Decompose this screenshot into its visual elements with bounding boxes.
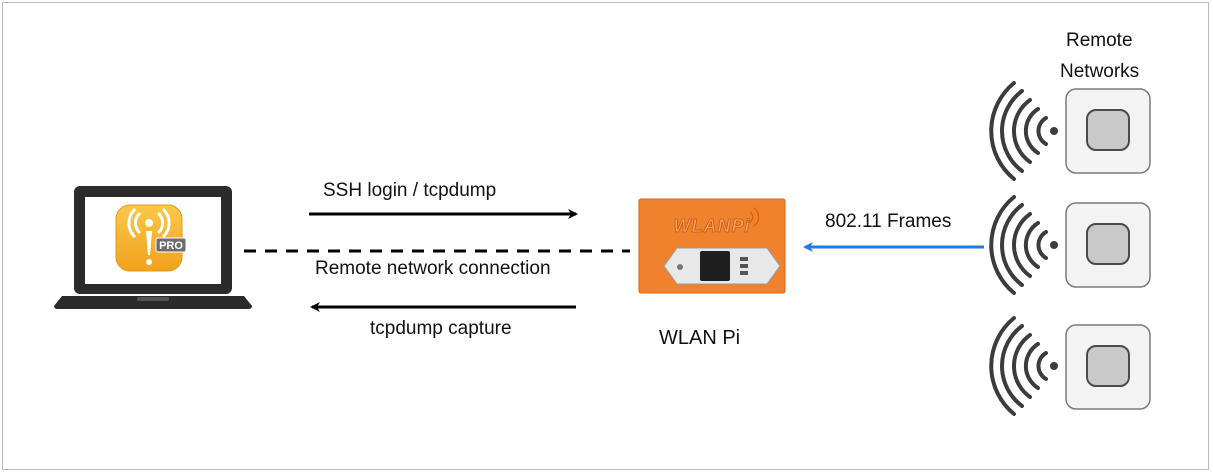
wifi-waves-icon (989, 81, 1060, 181)
wifi-waves-icon (989, 195, 1060, 295)
access-point-1 (989, 81, 1151, 181)
access-point-3 (989, 316, 1151, 416)
access-point-icon (1065, 324, 1151, 410)
access-point-2 (989, 195, 1151, 295)
wlanpi-label: WLAN Pi (659, 327, 741, 349)
remote-connection-label: Remote network connection (315, 258, 551, 279)
wlanpi-logo: WLANPi (674, 216, 751, 236)
remote-networks-label-line1: Remote (1066, 30, 1133, 51)
wlanpi-device-icon (638, 198, 786, 294)
pro-badge: PRO (159, 240, 183, 252)
access-point-icon (1065, 202, 1151, 288)
remote-networks-label-line2: Networks (1060, 61, 1140, 82)
access-point-icon (1065, 88, 1151, 174)
wifi-explorer-pro-icon (115, 204, 187, 272)
wifi-waves-icon (989, 316, 1060, 416)
ssh-label: SSH login / tcpdump (323, 180, 497, 201)
frames-label: 802.11 Frames (825, 211, 952, 232)
capture-label: tcpdump capture (370, 318, 512, 339)
